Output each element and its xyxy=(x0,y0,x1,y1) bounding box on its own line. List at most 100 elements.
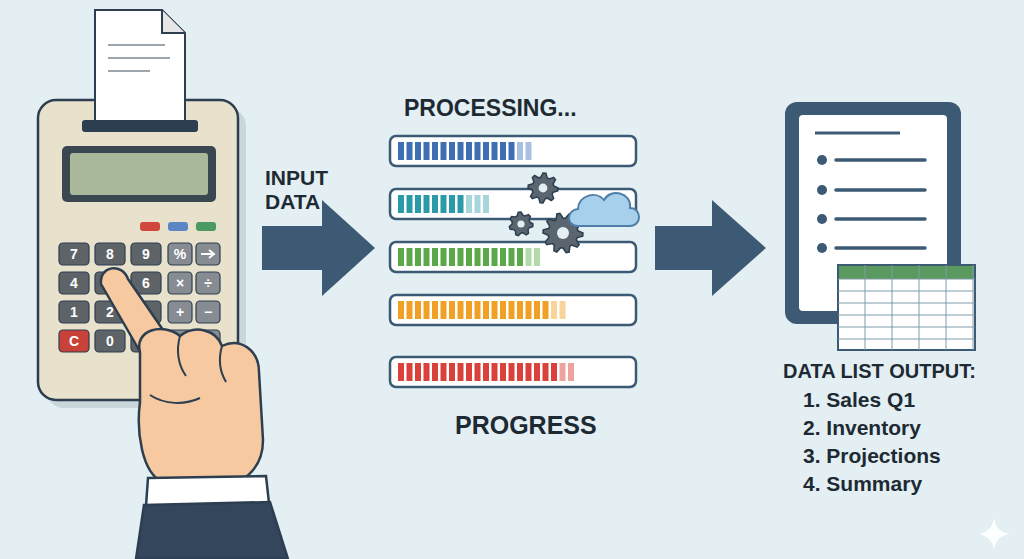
progress-segment xyxy=(407,301,413,319)
calculator-key xyxy=(59,272,89,294)
progress-segment xyxy=(492,363,498,381)
progress-segment xyxy=(415,195,421,213)
function-button xyxy=(168,222,188,231)
progress-segment xyxy=(398,363,404,381)
progress-segment xyxy=(483,142,489,160)
document-header-line xyxy=(815,132,900,135)
progress-segment xyxy=(432,142,438,160)
calculator-key xyxy=(59,301,89,323)
progress-segment xyxy=(415,248,421,266)
key-label: 7 xyxy=(60,245,88,263)
progress-bar-frame xyxy=(390,136,636,166)
progress-segment xyxy=(560,363,566,381)
progress-segment xyxy=(475,142,481,160)
gear-hole xyxy=(557,227,569,239)
grid-line xyxy=(919,265,920,350)
progress-segment xyxy=(466,248,472,266)
progress-segment xyxy=(509,363,515,381)
progress-segment xyxy=(509,248,515,266)
progress-segment xyxy=(458,195,464,213)
display-frame xyxy=(62,146,216,202)
stage-title: PROCESSING... xyxy=(404,95,577,121)
progress-segment xyxy=(483,363,489,381)
grid-line xyxy=(838,339,975,340)
spreadsheet-header xyxy=(839,266,974,279)
key-label: ÷ xyxy=(194,274,222,292)
paper-line xyxy=(108,70,150,72)
list-bullet xyxy=(817,155,827,165)
key-label: 9 xyxy=(132,245,160,263)
grid-line xyxy=(838,291,975,292)
grid-line xyxy=(838,303,975,304)
spreadsheet-frame xyxy=(838,265,975,350)
calculator-key xyxy=(95,243,125,265)
list-line xyxy=(836,217,925,221)
progress-segment xyxy=(483,248,489,266)
progress-bar-frame xyxy=(390,357,636,387)
progress-segment xyxy=(407,142,413,160)
key-label: 0 xyxy=(96,332,124,350)
grid-line xyxy=(838,327,975,328)
list-line xyxy=(836,158,925,162)
progress-segment xyxy=(398,248,404,266)
progress-segment xyxy=(560,301,566,319)
progress-segment xyxy=(517,301,523,319)
key-label: 4 xyxy=(60,274,88,292)
progress-segment xyxy=(441,248,447,266)
progress-segment xyxy=(534,301,540,319)
progress-segment xyxy=(551,363,557,381)
cloud-icon xyxy=(569,193,639,226)
function-button xyxy=(196,222,216,231)
progress-segment xyxy=(517,363,523,381)
progress-segment xyxy=(458,142,464,160)
progress-segment xyxy=(432,195,438,213)
gear-icon xyxy=(509,212,533,236)
flow-arrow xyxy=(655,200,766,296)
progress-segment xyxy=(543,301,549,319)
progress-segment xyxy=(424,248,430,266)
progress-segment xyxy=(500,301,506,319)
gear-hole xyxy=(539,184,548,193)
progress-segment xyxy=(483,195,489,213)
progress-segment xyxy=(475,363,481,381)
function-button xyxy=(140,222,160,231)
progress-segment xyxy=(407,363,413,381)
list-line xyxy=(836,246,925,250)
hand-fist xyxy=(139,329,263,489)
key-label: × xyxy=(166,274,194,292)
progress-segment xyxy=(492,142,498,160)
progress-segment xyxy=(500,142,506,160)
progress-segment xyxy=(466,301,472,319)
paper-line xyxy=(108,57,170,59)
progress-segment xyxy=(466,142,472,160)
progress-segment xyxy=(441,195,447,213)
progress-bar-frame xyxy=(390,242,636,272)
progress-segment xyxy=(449,248,455,266)
grid-line xyxy=(892,265,893,350)
progress-segment xyxy=(424,363,430,381)
grid-line xyxy=(946,265,947,350)
spreadsheet-icon xyxy=(838,265,975,350)
paper-roll xyxy=(95,10,185,125)
progress-segment xyxy=(568,363,574,381)
progress-bar-frame xyxy=(390,295,636,325)
progress-segment xyxy=(424,301,430,319)
grid-line xyxy=(838,315,975,316)
sparkle-mark xyxy=(978,518,1010,550)
flow-arrow xyxy=(262,200,375,296)
key-label: + xyxy=(166,303,194,321)
progress-segment xyxy=(415,363,421,381)
stage-caption: PROGRESS xyxy=(455,411,597,440)
calculator-key xyxy=(59,243,89,265)
hand-knuckles xyxy=(150,336,226,403)
grid-line xyxy=(973,265,974,350)
progress-segment xyxy=(449,195,455,213)
progress-segment xyxy=(526,363,532,381)
progress-segment xyxy=(543,363,549,381)
progress-bars xyxy=(390,136,636,387)
progress-segment xyxy=(432,363,438,381)
key-label: 1 xyxy=(60,303,88,321)
progress-segment xyxy=(458,363,464,381)
grid-line xyxy=(838,279,975,280)
progress-segment xyxy=(509,142,515,160)
